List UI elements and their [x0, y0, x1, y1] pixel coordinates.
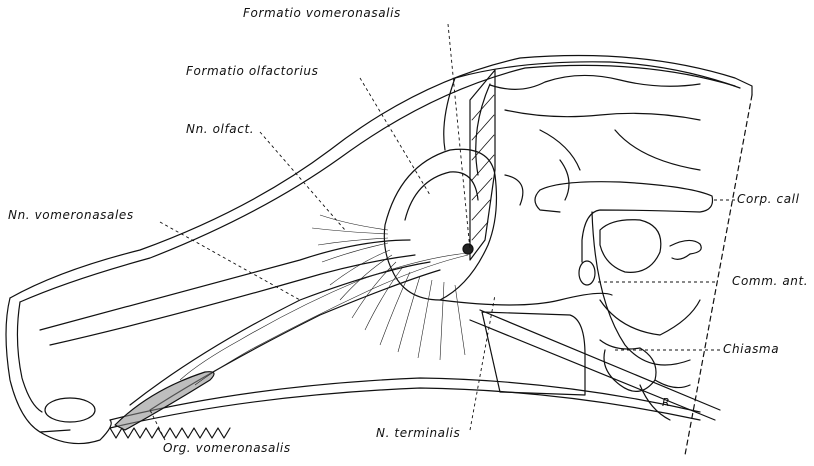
premaxilla-hole [45, 398, 95, 422]
label-chiasma: Chiasma [723, 342, 779, 356]
vomeronasal-node [463, 244, 473, 254]
label-corp-call: Corp. call [737, 192, 800, 206]
skull-base-2 [470, 310, 720, 420]
label-formatio-vomeronasalis: Formatio vomeronasalis [243, 6, 401, 20]
label-nn-vomeronasales: Nn. vomeronasales [8, 208, 134, 222]
nasal-wall-lower [50, 255, 415, 345]
third-ventricle-shape [670, 240, 701, 259]
brain-fold-2 [505, 110, 700, 120]
anterior-commissure [579, 261, 595, 285]
cortex-front [444, 78, 455, 150]
corpus-callosum-lower [535, 190, 560, 212]
label-comm-ant: Comm. ant. [732, 274, 808, 288]
olfactory-fibres [180, 215, 468, 385]
brain-fold [490, 75, 700, 89]
snout-inner [17, 302, 42, 412]
head-outline [10, 56, 752, 299]
leader-nn-olfact [260, 132, 345, 230]
leader-nn-vomeronasales [160, 222, 300, 300]
diencephalon-outline [592, 212, 690, 365]
snout-outline [6, 298, 70, 432]
brain-fold-3 [540, 130, 700, 170]
label-n-terminalis: N. terminalis [376, 426, 460, 440]
skull-base [440, 293, 612, 305]
palate-2 [110, 388, 700, 428]
teeth [110, 428, 230, 438]
box-region [482, 312, 585, 395]
brain-fold-4 [505, 160, 569, 205]
olfactory-bulb-inner [405, 172, 478, 220]
thalamus [600, 220, 661, 273]
head-outline-inner [20, 65, 735, 302]
hatch-lines [472, 95, 494, 240]
hypothalamus [600, 300, 700, 335]
label-org-vomeronasalis: Org. vomeronasalis [163, 441, 291, 455]
cortex-front-2 [476, 84, 490, 175]
label-nn-olfact: Nn. olfact. [186, 122, 254, 136]
leader-formatio-vomeronasalis [448, 24, 470, 250]
signature-mark: R [662, 396, 670, 409]
label-formatio-olfactorius: Formatio olfactorius [186, 64, 318, 78]
leader-lines [150, 24, 735, 440]
corpus-callosum [540, 182, 713, 262]
